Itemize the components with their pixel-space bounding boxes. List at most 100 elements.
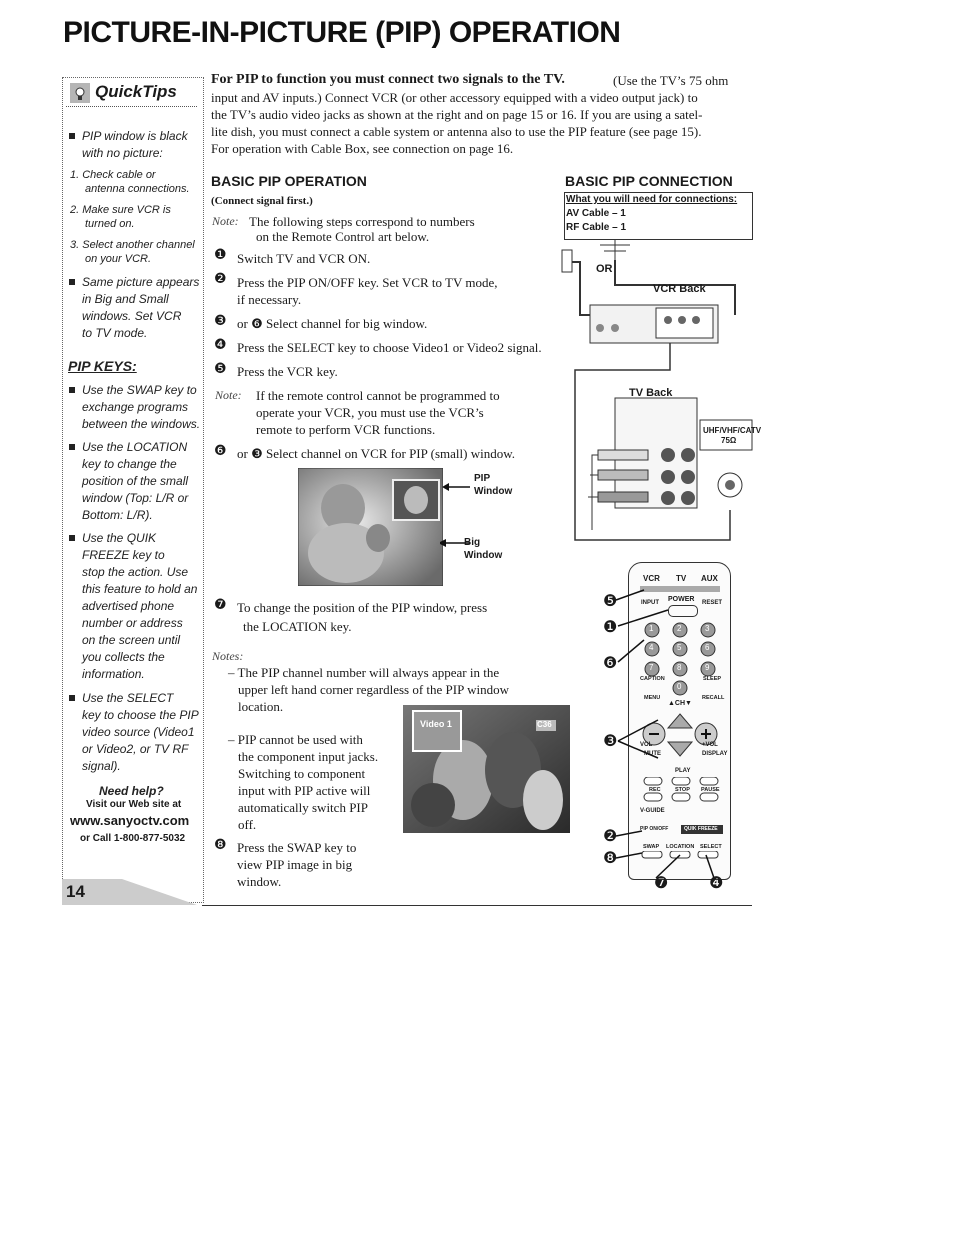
quik-tip-2: FREEZE key to	[82, 548, 165, 562]
pause-button[interactable]: PAUSE	[701, 787, 720, 793]
quik-tip-3: stop the action. Use	[82, 565, 189, 579]
select-button[interactable]: SELECT	[700, 844, 722, 850]
input-button[interactable]: INPUT	[641, 600, 659, 606]
caption-button[interactable]: CAPTION	[640, 676, 665, 682]
channel-button[interactable]: ▲CH▼	[668, 700, 692, 707]
notes-line: the component input jacks.	[238, 749, 379, 764]
step-text: Switch TV and VCR ON.	[237, 251, 371, 266]
pip-window-label: PIP Window	[474, 473, 513, 497]
power-button[interactable]: POWER	[668, 596, 695, 603]
play-button[interactable]: PLAY	[675, 768, 691, 774]
note-line: remote to perform VCR functions.	[256, 422, 436, 437]
pip-on-off-button[interactable]: PIP ON/OFF	[640, 826, 669, 832]
intro-line: lite dish, you must connect a cable syst…	[211, 124, 702, 139]
step-number: ❺	[214, 361, 227, 377]
note-line: on the Remote Control art below.	[256, 229, 430, 244]
bullet	[69, 133, 75, 139]
vcr-button[interactable]: VCR	[643, 574, 660, 583]
step-number: ❶	[214, 247, 227, 263]
quik-freeze-button[interactable]: QUIK FREEZE	[684, 826, 718, 832]
digit-0[interactable]: 0	[677, 682, 682, 691]
step8-line3: window.	[237, 874, 282, 889]
pip-row-keys[interactable]	[640, 851, 725, 861]
callout-4: ❹	[709, 873, 724, 892]
digit-8[interactable]: 8	[677, 663, 682, 672]
stop-button[interactable]: STOP	[675, 787, 690, 793]
tip-step: on your VCR.	[85, 253, 152, 265]
swap-button[interactable]: SWAP	[643, 844, 660, 850]
aux-button[interactable]: AUX	[701, 574, 718, 583]
dpad[interactable]	[640, 710, 720, 760]
notes-line: upper left hand corner regardless of the…	[238, 682, 509, 697]
callout-7: ❼	[654, 873, 669, 892]
menu-button[interactable]: MENU	[644, 695, 661, 701]
lightbulb-icon	[70, 83, 90, 103]
step-text: if necessary.	[237, 292, 302, 307]
quik-tip-1: Use the QUIK	[82, 531, 157, 545]
page-title: PICTURE-IN-PICTURE (PIP) OPERATION	[63, 16, 621, 49]
tip-black-window: PIP window is black with no picture:	[82, 129, 188, 160]
quicktips-header	[66, 80, 197, 107]
website-link[interactable]: www.sanyoctv.com	[70, 813, 190, 828]
tip-same-picture-2: in Big and Small	[82, 292, 169, 306]
note-line: If the remote control cannot be programm…	[256, 388, 500, 403]
mute-button[interactable]: MUTE	[644, 751, 661, 757]
digit-4[interactable]: 4	[649, 643, 654, 652]
power-key[interactable]	[668, 605, 698, 617]
digit-9[interactable]: 9	[705, 663, 710, 672]
digit-7[interactable]: 7	[649, 663, 654, 672]
rec-button[interactable]: REC	[649, 787, 661, 793]
location-button[interactable]: LOCATION	[666, 844, 695, 850]
step-number: ❻	[214, 443, 227, 459]
location-tip-5: Bottom: L/R).	[82, 508, 153, 522]
swap-tip-3: between the windows.	[82, 417, 201, 431]
big-window-label: Big Window	[464, 537, 503, 561]
quik-tip-7: on the screen until	[82, 633, 181, 647]
intro-line: (Use the TV’s 75 ohm	[613, 73, 729, 88]
mode-switch[interactable]	[640, 586, 720, 592]
intro-line: the TV’s audio video jacks as shown at t…	[211, 107, 703, 122]
quik-tip-6: number or address	[82, 616, 183, 630]
location-tip-3: position of the small	[82, 474, 189, 488]
digit-5[interactable]: 5	[677, 643, 682, 652]
sleep-button[interactable]: SLEEP	[703, 676, 722, 682]
tip-step: 2. Make sure VCR is	[70, 204, 171, 216]
step-number: ❹	[214, 337, 227, 353]
tip-same-picture-3: windows. Set VCR	[82, 309, 182, 323]
intro-line: For operation with Cable Box, see connec…	[211, 141, 514, 156]
transport-buttons[interactable]	[642, 777, 722, 803]
swap-tip-1: Use the SWAP key to	[82, 383, 197, 397]
display-button[interactable]: DISPLAY	[702, 751, 728, 757]
digit-1[interactable]: 1	[649, 624, 654, 633]
bullet	[69, 535, 75, 541]
step-number: ❸	[214, 313, 227, 329]
digit-6[interactable]: 6	[705, 643, 710, 652]
tv-button[interactable]: TV	[676, 574, 687, 583]
or-label: OR	[596, 263, 613, 275]
step-text: or ❻ Select channel for big window.	[237, 316, 428, 331]
reset-button[interactable]: RESET	[702, 600, 723, 606]
vguide-button[interactable]: V-GUIDE	[640, 808, 665, 814]
footer-rule	[202, 905, 752, 906]
digit-3[interactable]: 3	[705, 624, 710, 633]
digit-2[interactable]: 2	[677, 624, 682, 633]
step7-line1: To change the position of the PIP window…	[237, 600, 488, 615]
step-number: ❽	[214, 837, 227, 853]
needs-heading: What you will need for connections:	[566, 194, 738, 205]
notes-line: off.	[238, 817, 257, 832]
remote-callout-arrows	[615, 589, 715, 879]
quik-freeze-key[interactable]	[681, 825, 723, 834]
select-tip-4: or Video2, or TV RF	[82, 742, 189, 756]
page-tab	[62, 879, 197, 905]
step-text: Press the VCR key.	[237, 364, 338, 379]
step8-line2: view PIP image in big	[237, 857, 353, 872]
quik-tip-8: you collects the	[82, 650, 165, 664]
need-help: Need help?	[99, 784, 164, 798]
pip-keys-heading: PIP KEYS:	[68, 358, 137, 374]
bullet	[69, 387, 75, 393]
tip-step: 1. Check cable or	[70, 169, 156, 181]
basic-op-heading: BASIC PIP OPERATION	[211, 173, 367, 189]
step-text: or ❸ Select channel on VCR for PIP (smal…	[237, 446, 515, 461]
recall-button[interactable]: RECALL	[702, 695, 725, 701]
rf-cable: RF Cable – 1	[566, 222, 627, 233]
